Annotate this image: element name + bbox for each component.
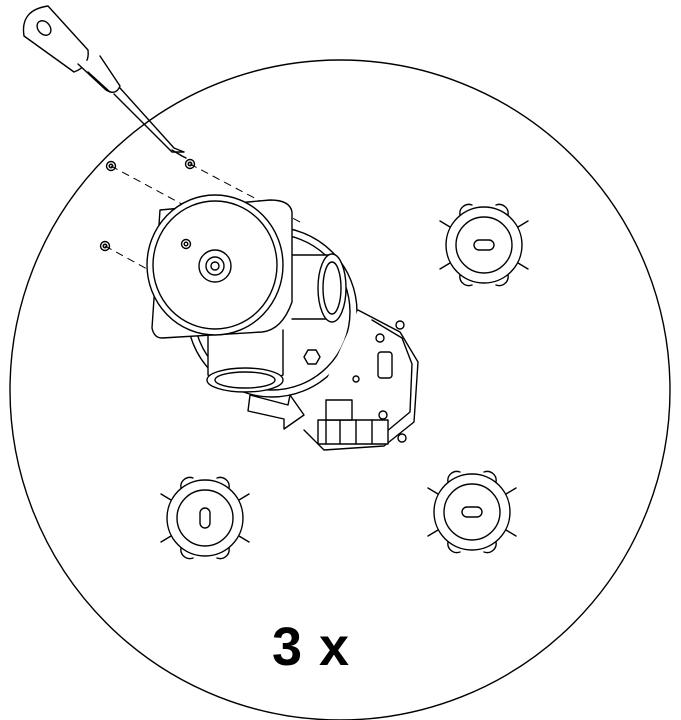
screw-icon xyxy=(99,240,111,252)
mounting-clip-icon xyxy=(427,470,517,554)
screwdriver-icon xyxy=(22,5,187,159)
dome-camera-icon xyxy=(146,194,419,451)
mounting-clip-icon xyxy=(160,476,250,560)
screw-icon xyxy=(105,160,117,172)
screw-icon xyxy=(184,158,196,170)
mounting-clip-icon xyxy=(439,203,529,287)
quantity-label: 3 x xyxy=(272,617,351,677)
